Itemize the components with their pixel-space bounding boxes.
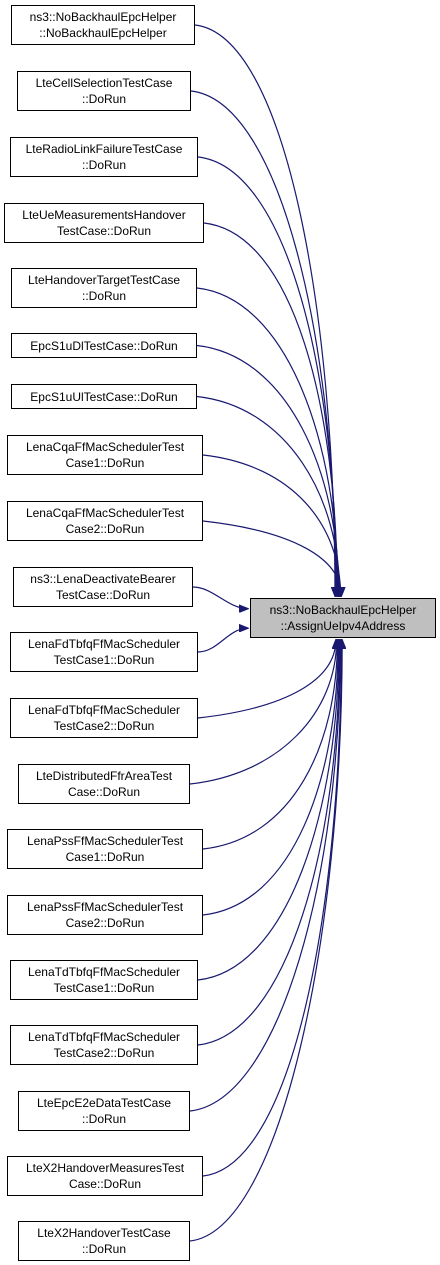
call-edge-15 [197,640,339,981]
call-edge-2 [197,156,337,596]
caller-node-lena-fd-tbfq-case1[interactable]: LenaFdTbfqFfMacScheduler TestCase1::DoRu… [10,632,198,672]
call-edge-12 [189,640,337,785]
caller-node-lena-pss-case2[interactable]: LenaPssFfMacSchedulerTest Case2::DoRun [7,895,203,935]
caller-node-lena-pss-case1[interactable]: LenaPssFfMacSchedulerTest Case1::DoRun [7,829,203,869]
call-edge-6 [196,395,340,597]
call-edge-13 [202,640,337,850]
call-edge-4 [196,287,338,596]
call-edge-16 [197,640,340,1046]
call-edge-17 [189,640,341,1112]
call-edge-19 [189,640,342,1242]
caller-node-lena-fd-tbfq-case2[interactable]: LenaFdTbfqFfMacScheduler TestCase2::DoRu… [10,698,198,738]
call-edge-14 [202,640,338,916]
call-edge-11 [197,640,336,719]
call-edge-10 [197,628,248,653]
caller-node-lte-radio-link-failure[interactable]: LteRadioLinkFailureTestCase ::DoRun [10,137,198,177]
caller-node-lte-epc-e2e-data[interactable]: LteEpcE2eDataTestCase ::DoRun [18,1091,190,1131]
call-edge-3 [203,222,337,596]
caller-node-lena-cqa-case2[interactable]: LenaCqaFfMacSchedulerTest Case2::DoRun [7,501,203,541]
caller-node-epc-s1u-dl[interactable]: EpcS1uDlTestCase::DoRun [11,333,197,358]
caller-node-lte-distributed-ffr-area[interactable]: LteDistributedFfrAreaTest Case::DoRun [18,764,190,804]
caller-node-lte-cell-selection[interactable]: LteCellSelectionTestCase ::DoRun [17,71,191,111]
caller-node-no-backhaul-epc-helper[interactable]: ns3::NoBackhaulEpcHelper ::NoBackhaulEpc… [11,5,195,45]
caller-node-lte-x2-handover[interactable]: LteX2HandoverTestCase ::DoRun [18,1221,190,1261]
caller-node-lte-handover-target[interactable]: LteHandoverTargetTestCase ::DoRun [11,268,197,308]
caller-node-lte-ue-measurements-handover[interactable]: LteUeMeasurementsHandover TestCase::DoRu… [4,203,204,243]
caller-node-lena-td-tbfq-case1[interactable]: LenaTdTbfqFfMacScheduler TestCase1::DoRu… [10,960,198,1000]
target-function-node: ns3::NoBackhaulEpcHelper ::AssignUeIpv4A… [250,598,436,638]
caller-node-lena-deactivate-bearer[interactable]: ns3::LenaDeactivateBearer TestCase::DoRu… [13,567,193,607]
call-edge-18 [202,640,341,1177]
call-edge-8 [202,520,341,596]
call-edge-0 [194,24,335,596]
caller-node-lena-td-tbfq-case2[interactable]: LenaTdTbfqFfMacScheduler TestCase2::DoRu… [10,1025,198,1065]
call-edge-1 [190,90,336,596]
call-edge-9 [192,586,248,609]
call-edge-7 [202,454,341,596]
caller-node-epc-s1u-ul[interactable]: EpcS1uUlTestCase::DoRun [11,384,197,409]
call-edge-5 [196,344,339,597]
caller-node-lena-cqa-case1[interactable]: LenaCqaFfMacSchedulerTest Case1::DoRun [7,435,203,475]
caller-node-lte-x2-handover-measures[interactable]: LteX2HandoverMeasuresTest Case::DoRun [7,1156,203,1196]
